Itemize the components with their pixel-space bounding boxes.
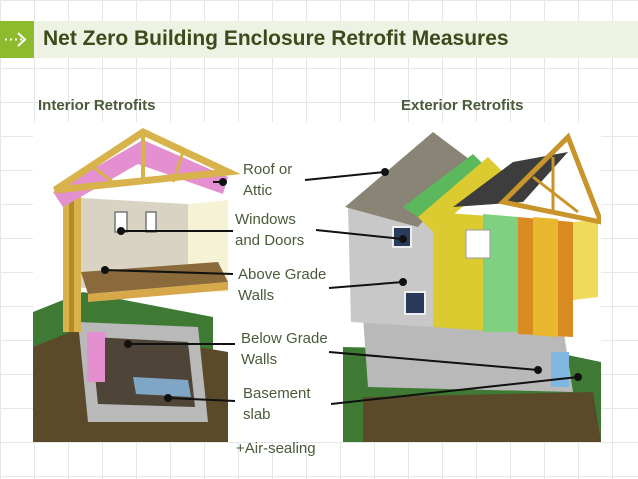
- callout-windows-and-doors: Windows and Doors: [235, 209, 305, 251]
- callout-leaders: [101, 168, 582, 405]
- callout-basement-slab: Basement slab: [243, 383, 311, 425]
- exterior-retrofits-label: Exterior Retrofits: [401, 97, 524, 114]
- exterior-house: [343, 132, 605, 442]
- air-sealing-note: +Air-sealing: [236, 440, 316, 457]
- callout-above-grade-walls: Above Grade Walls: [238, 264, 327, 306]
- slide-title: Net Zero Building Enclosure Retrofit Mea…: [43, 27, 509, 50]
- callout-below-grade-walls: Below Grade Walls: [241, 328, 328, 370]
- title-bar: Net Zero Building Enclosure Retrofit Mea…: [0, 21, 638, 58]
- interior-house-cutaway: [33, 127, 241, 442]
- interior-retrofits-label: Interior Retrofits: [38, 97, 156, 114]
- retrofit-illustration: [33, 122, 605, 442]
- callout-roof-or-attic: Roof or Attic: [243, 159, 293, 201]
- arrow-icon: [0, 21, 34, 58]
